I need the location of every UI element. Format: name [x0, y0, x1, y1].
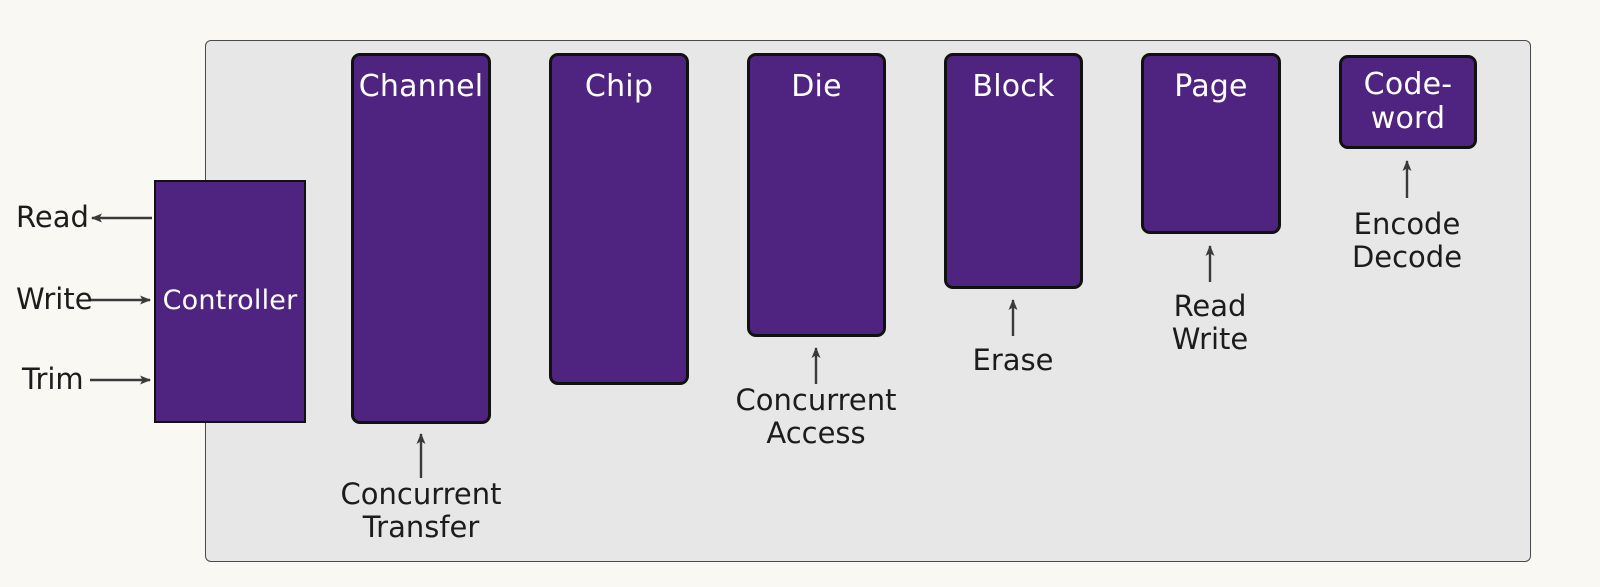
io-label-read: Read: [16, 200, 89, 234]
node-chip[interactable]: Chip: [549, 53, 689, 385]
node-channel[interactable]: Channel: [351, 53, 491, 424]
op-label-codeword: Encode Decode: [1351, 207, 1463, 275]
node-block[interactable]: Block: [944, 53, 1083, 289]
op-label-channel: Concurrent Transfer: [340, 477, 502, 545]
io-label-write: Write: [16, 282, 93, 316]
io-label-trim: Trim: [22, 362, 84, 396]
node-codeword[interactable]: Code- word: [1339, 55, 1477, 149]
node-die[interactable]: Die: [747, 53, 886, 337]
op-label-page: Read Write: [1171, 289, 1249, 357]
op-label-block: Erase: [972, 343, 1054, 377]
op-label-die: Concurrent Access: [735, 383, 897, 451]
node-controller[interactable]: Controller: [154, 180, 306, 423]
node-page[interactable]: Page: [1141, 53, 1281, 234]
